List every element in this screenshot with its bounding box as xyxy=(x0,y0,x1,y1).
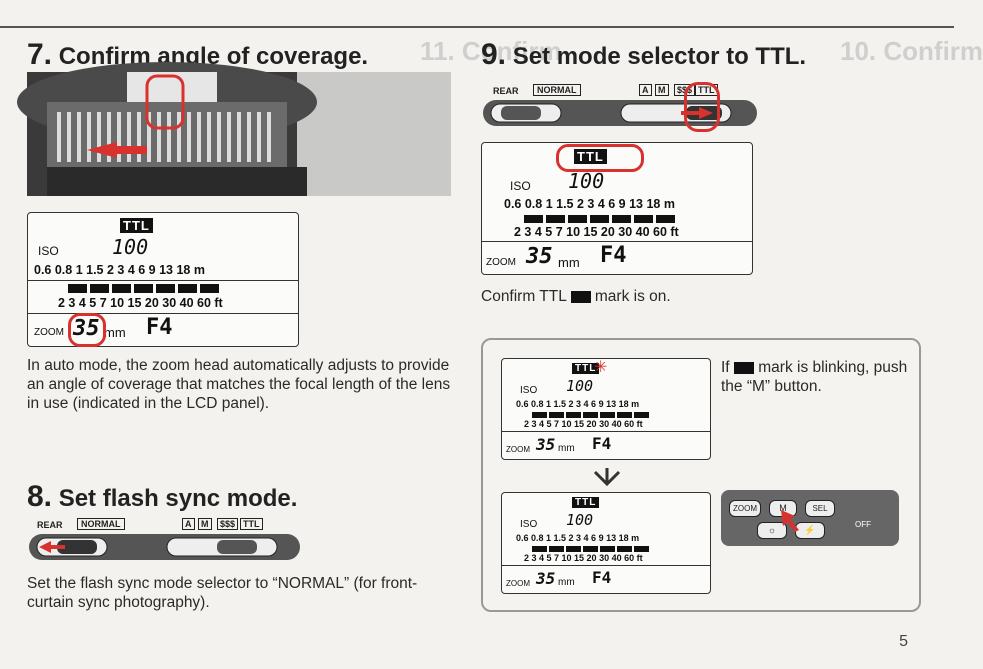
distance-scale-m: 0.6 0.8 1 1.5 2 3 4 6 9 13 18 m xyxy=(504,197,675,211)
zoom-label: ZOOM xyxy=(486,257,516,268)
distance-scale-ft: 2 3 4 5 7 10 15 20 30 40 60 ft xyxy=(524,419,643,429)
ttl-indicator: TTL xyxy=(574,149,607,164)
sync-switch-graphic[interactable] xyxy=(27,532,302,564)
distance-scale-m: 0.6 0.8 1 1.5 2 3 4 6 9 13 18 m xyxy=(516,399,640,409)
sel-button[interactable]: SEL xyxy=(805,500,835,517)
mode-switch-graphic[interactable] xyxy=(481,98,759,130)
iso-value: 100 xyxy=(568,169,605,193)
ttl-indicator: TTL xyxy=(572,363,600,374)
zoom-label: ZOOM xyxy=(506,579,530,588)
iso-value: 100 xyxy=(566,511,594,529)
mode-ttl-label: TTL xyxy=(240,518,263,530)
down-arrow-icon xyxy=(593,468,621,487)
iso-label: ISO xyxy=(520,385,538,396)
step9-number: 9. xyxy=(481,38,507,71)
step9-text-pre: Confirm TTL xyxy=(481,288,567,305)
step7-number: 7. xyxy=(27,38,53,71)
step8-number: 8. xyxy=(27,480,53,513)
blinking-mark-box: TTL ✳ ISO 100 0.6 0.8 1 1.5 2 3 4 6 9 13… xyxy=(481,338,921,612)
ttl-mark-icon xyxy=(733,361,754,374)
ttl-mark-callout xyxy=(556,144,644,172)
step8-title: Set flash sync mode. xyxy=(58,485,298,512)
aperture-value: F4 xyxy=(146,315,173,340)
iso-value: 100 xyxy=(112,235,149,259)
distance-scale-ft: 2 3 4 5 7 10 15 20 30 40 60 ft xyxy=(524,553,643,563)
mode-a-label: A xyxy=(182,518,195,530)
ttl-callout xyxy=(684,82,720,132)
lcd-steady: TTL ISO 100 0.6 0.8 1 1.5 2 3 4 6 9 13 1… xyxy=(501,492,711,594)
zoom-value: 35 xyxy=(536,569,556,588)
sync-switch-step8: REAR NORMAL A M $$$ TTL xyxy=(27,518,302,564)
zoom-callout xyxy=(68,313,106,347)
iso-label: ISO xyxy=(520,519,538,530)
normal-label: NORMAL xyxy=(77,518,125,530)
lcd-panel-step7: TTL ISO 100 0.6 0.8 1 1.5 2 3 4 6 9 13 1… xyxy=(27,212,299,347)
lens-photo xyxy=(17,62,451,196)
step9-text-post: mark is on. xyxy=(594,288,671,305)
distance-scale-ft: 2 3 4 5 7 10 15 20 30 40 60 ft xyxy=(514,225,679,239)
distance-bars xyxy=(524,215,675,223)
light-button[interactable]: ☼ xyxy=(757,522,787,539)
flash-button-panel: ZOOM M SEL ☼ ⚡ OFF xyxy=(721,490,899,546)
step8-description: Set the flash sync mode selector to “NOR… xyxy=(27,575,418,611)
aperture-value: F4 xyxy=(600,243,627,268)
distance-scale-m: 0.6 0.8 1 1.5 2 3 4 6 9 13 18 m xyxy=(34,263,205,277)
ttl-mark-icon xyxy=(570,290,591,303)
step7-description: In auto mode, the zoom head automaticall… xyxy=(27,357,451,412)
top-rule xyxy=(0,26,954,28)
iso-value: 100 xyxy=(566,377,594,395)
iso-label: ISO xyxy=(510,179,531,193)
rear-label: REAR xyxy=(493,86,519,96)
normal-label: NORMAL xyxy=(533,84,581,96)
aperture-value: F4 xyxy=(592,568,612,587)
zoom-unit: mm xyxy=(558,443,575,454)
step9-heading: 9. Set mode selector to TTL. xyxy=(481,38,806,72)
aperture-value: F4 xyxy=(592,434,612,453)
mode-fp-label: $$$ xyxy=(217,518,239,530)
zoom-unit: mm xyxy=(558,577,575,588)
step8-heading: 8. Set flash sync mode. xyxy=(27,480,297,514)
distance-bars xyxy=(532,546,649,552)
ghost-heading-10: 10. Confirm xyxy=(840,36,983,66)
blink-icon: ✳ xyxy=(594,359,608,376)
mode-m-label: M xyxy=(198,518,212,530)
mode-m-label: M xyxy=(655,84,669,96)
lcd-blinking: TTL ✳ ISO 100 0.6 0.8 1 1.5 2 3 4 6 9 13… xyxy=(501,358,711,460)
distance-bars xyxy=(532,412,649,418)
step9-title: Set mode selector to TTL. xyxy=(512,43,807,70)
zoom-value: 35 xyxy=(526,244,553,269)
zoom-button[interactable]: ZOOM xyxy=(729,500,761,517)
distance-scale-m: 0.6 0.8 1 1.5 2 3 4 6 9 13 18 m xyxy=(516,533,640,543)
zoom-unit: mm xyxy=(558,255,580,270)
lcd-panel-step9: TTL ISO 100 0.6 0.8 1 1.5 2 3 4 6 9 13 1… xyxy=(481,142,753,275)
rear-label: REAR xyxy=(37,520,63,530)
ttl-indicator: TTL xyxy=(120,218,153,233)
zoom-label: ZOOM xyxy=(34,327,64,338)
blinking-instruction: If mark is blinking, push the “M” button… xyxy=(721,359,908,395)
zoom-unit: mm xyxy=(104,325,126,340)
mode-switch-step9: REAR NORMAL A M $$$ TTL xyxy=(481,82,759,132)
step9-description: Confirm TTL mark is on. xyxy=(481,287,901,306)
off-label: OFF xyxy=(855,520,871,529)
zoom-label: ZOOM xyxy=(506,445,530,454)
zoom-value: 35 xyxy=(536,435,556,454)
ghost-heading-11: 11. Confirm xyxy=(420,36,562,66)
page-number: 5 xyxy=(899,633,908,650)
iso-label: ISO xyxy=(38,244,59,258)
distance-scale-ft: 2 3 4 5 7 10 15 20 30 40 60 ft xyxy=(58,296,223,310)
mode-a-label: A xyxy=(639,84,652,96)
lens-illustration xyxy=(17,62,451,196)
distance-bars xyxy=(68,284,219,293)
press-arrow-icon xyxy=(781,510,799,532)
ttl-indicator: TTL xyxy=(572,497,600,508)
